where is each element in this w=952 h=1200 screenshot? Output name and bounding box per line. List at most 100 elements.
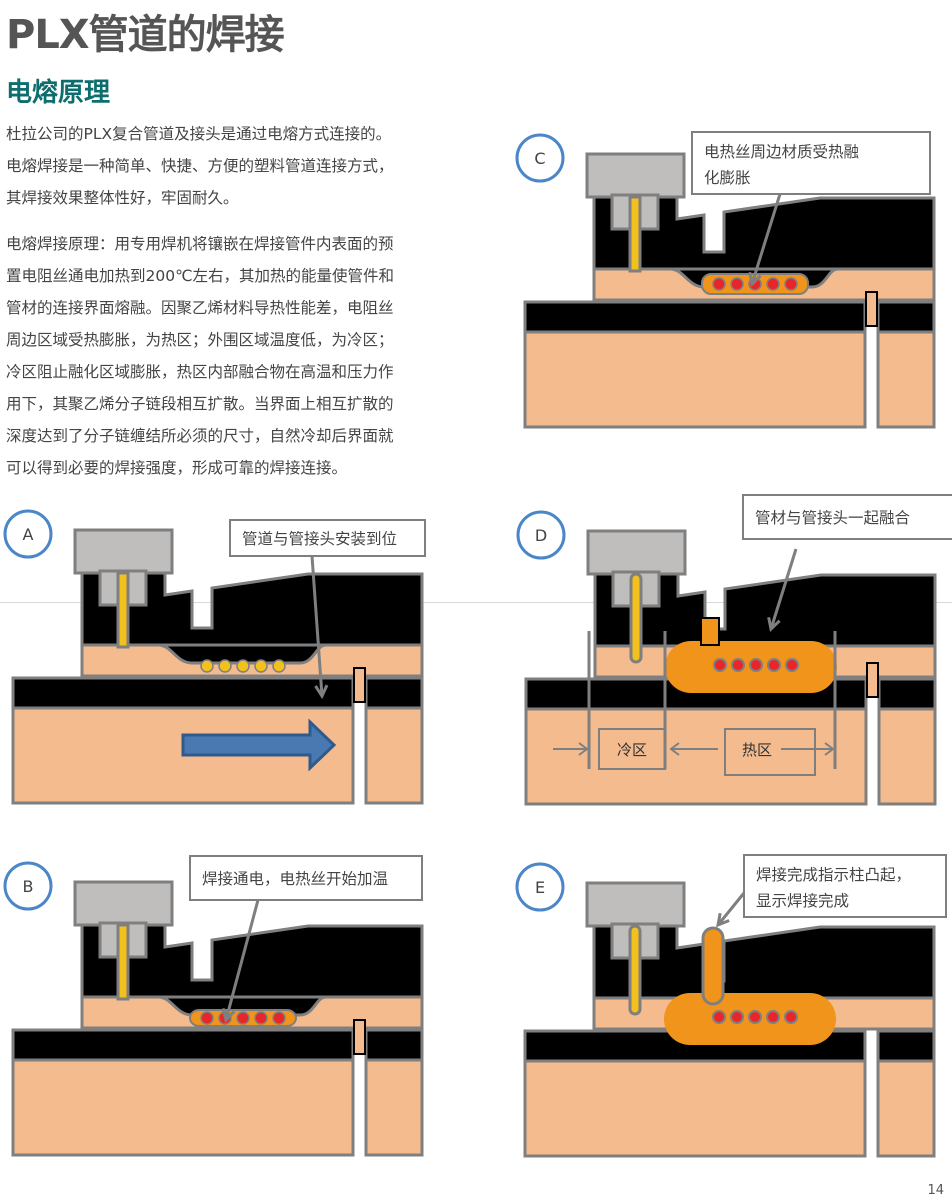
welder-pin — [628, 924, 642, 1016]
pipe-body-right — [364, 1058, 424, 1157]
cold-zone-box — [598, 728, 666, 770]
callout-box — [189, 855, 423, 901]
callout-text: 电热丝周边材质受热融 — [704, 143, 859, 161]
step-letter: C — [534, 149, 545, 168]
page-title: PLX管道的焊接 — [6, 12, 285, 58]
heating-wire — [218, 659, 232, 673]
heating-wire — [712, 277, 726, 291]
principle-paragraph: 电熔焊接原理：用专用焊机将镶嵌在焊接管件内表面的预 置电阻丝通电加热到200℃左… — [6, 228, 436, 484]
welder-pin — [629, 572, 643, 664]
intro-paragraph: 杜拉公司的PLX复合管道及接头是通过电熔方式连接的。 电熔焊接是一种简单、快捷、… — [6, 118, 436, 214]
heating-wire — [713, 658, 727, 672]
pipe-wall-right — [364, 676, 424, 710]
pipe-wall — [11, 676, 355, 710]
step-circle — [3, 509, 53, 559]
welder-pin — [116, 923, 130, 1001]
heating-wire — [254, 659, 268, 673]
pipe-body-right — [876, 1059, 936, 1158]
fitting-channel — [157, 643, 327, 665]
welder-pin — [116, 571, 130, 649]
weld-indicator — [866, 662, 879, 698]
callout-pointer — [716, 892, 746, 926]
callout-box — [229, 519, 426, 557]
heating-wire — [730, 1010, 744, 1024]
text-line: 用下，其聚乙烯分子链段相互扩散。当界面上相互扩散的 — [6, 395, 394, 413]
step-letter: A — [23, 525, 34, 544]
weld-indicator — [353, 667, 366, 703]
callout-box — [691, 131, 931, 195]
pipe-body — [524, 707, 868, 806]
callout-text: 焊接通电，电热丝开始加温 — [202, 870, 388, 888]
heating-wire — [748, 1010, 762, 1024]
callout-arrowhead — [767, 616, 781, 632]
heating-wire — [749, 658, 763, 672]
divider-line — [0, 602, 952, 603]
welder-head — [585, 881, 686, 928]
callout-arrowhead — [716, 912, 730, 928]
pipe-body-right — [364, 706, 424, 805]
arrow-left — [669, 742, 718, 756]
callout-pointer — [769, 548, 798, 630]
hot-zone-label: 热区 — [742, 741, 772, 759]
heating-wire — [784, 1010, 798, 1024]
heating-wire — [236, 1011, 250, 1025]
text-line: 置电阻丝通电加热到200℃左右，其加热的能量使管件和 — [6, 267, 394, 285]
pipe-wall-right — [876, 300, 936, 334]
callout-box — [742, 494, 952, 540]
heating-wire — [766, 1010, 780, 1024]
step-letter: B — [23, 877, 34, 896]
heating-wire — [766, 277, 780, 291]
text-line: 周边区域受热膨胀，为热区；外围区域温度低，为冷区； — [6, 331, 394, 349]
callout-pointer — [750, 193, 782, 285]
arrow-right — [781, 742, 835, 756]
callout-arrowhead — [314, 684, 329, 700]
diagram-step-d: 冷区热区D管材与管接头一起融合 — [516, 494, 952, 806]
callout-box — [743, 854, 947, 918]
text-line: 其焊接效果整体性好，牢固耐久。 — [6, 189, 239, 207]
callout-text: 显示焊接完成 — [756, 892, 849, 910]
text-line: 深度达到了分子链缠结所必须的尺寸，自然冷却后界面就 — [6, 427, 394, 445]
pipe-wall — [523, 300, 867, 334]
heating-wire — [712, 1010, 726, 1024]
step-circle — [3, 861, 53, 911]
heating-wire — [272, 659, 286, 673]
text-line: 管材的连接界面熔融。因聚乙烯材料导热性能差，电阻丝 — [6, 299, 394, 317]
heating-wire — [254, 1011, 268, 1025]
cold-zone-label: 冷区 — [617, 741, 647, 759]
heating-wire — [272, 1011, 286, 1025]
text-line: 电熔焊接原理：用专用焊机将镶嵌在焊接管件内表面的预 — [6, 235, 394, 253]
callout-pointer — [310, 555, 324, 697]
pipe-body-right — [876, 330, 936, 429]
callout-text: 焊接完成指示柱凸起， — [756, 866, 911, 884]
welder-head — [73, 880, 174, 927]
section-heading: 电熔原理 — [6, 78, 111, 108]
step-letter: D — [535, 526, 547, 545]
weld-indicator — [353, 1019, 366, 1055]
text-line: 可以得到必要的焊接强度，形成可靠的焊接连接。 — [6, 459, 348, 477]
heating-wire — [731, 658, 745, 672]
text-line: 杜拉公司的PLX复合管道及接头是通过电熔方式连接的。 — [6, 125, 392, 143]
welder-head — [586, 529, 687, 576]
welder-head — [585, 152, 686, 199]
pipe-body-right — [877, 707, 937, 806]
diagram-step-b: B 焊接通电，电热丝开始加温 — [3, 855, 424, 1157]
pipe-wall-right — [364, 1028, 424, 1062]
pipe-wall — [11, 1028, 355, 1062]
pipe-wall-right — [877, 677, 937, 711]
weld-indicator — [865, 291, 878, 327]
callout-text: 化膨胀 — [704, 169, 751, 187]
step-circle — [515, 862, 565, 912]
pipe-body — [11, 1058, 355, 1157]
welder-head — [73, 528, 174, 575]
text-line: 电熔焊接是一种简单、快捷、方便的塑料管道连接方式， — [6, 157, 394, 175]
raised-indicator-column — [701, 926, 725, 1006]
pipe-body — [523, 1059, 867, 1158]
page-number: 14 — [927, 1183, 944, 1198]
weld-indicator-top — [700, 617, 720, 646]
diagram-step-e: E 焊接完成指示柱凸起， 显示焊接完成 — [515, 854, 947, 1158]
callout-pointer — [224, 899, 260, 1021]
step-letter: E — [535, 878, 545, 897]
hot-zone-box — [724, 728, 816, 776]
